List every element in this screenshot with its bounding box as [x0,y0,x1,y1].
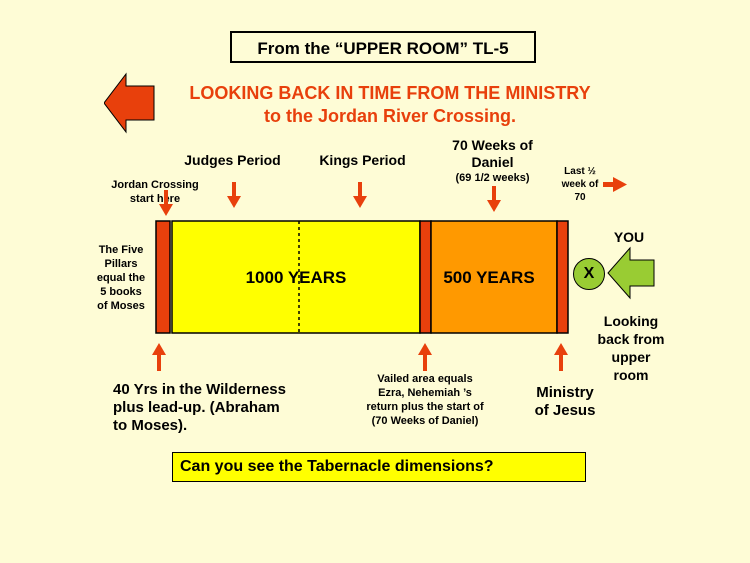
looking-back-line4: room [613,367,649,383]
last-half-line1: Last ½ [564,166,596,177]
vailed-bar [419,220,432,334]
last-half-week-label: Last ½ week of 70 [556,165,604,204]
wilderness-line3: to Moses). [113,417,188,434]
ministry-label: Ministry of Jesus [525,384,605,420]
headline-line2: to the Jordan River Crossing. [263,106,517,126]
five-pillars-label: The Five Pillars equal the 5 books of Mo… [88,243,154,313]
looking-back-line2: back from [597,331,665,347]
pillars-line2: Pillars [104,258,138,270]
last-half-line3: 70 [574,192,586,203]
daniel-label: 70 Weeks of Daniel (69 1/2 weeks) [430,137,555,185]
kings-arrow-icon [353,182,367,208]
bar-label-1000: 1000 YEARS [245,268,347,287]
bar-label-500: 500 YEARS [443,268,535,287]
orange-500-bar [430,220,558,334]
jordan-line1: Jordan Crossing [111,179,199,191]
ministry-arrow-icon [554,343,568,371]
pillars-line5: of Moses [97,300,145,312]
daniel-label-line2: Daniel [471,154,514,170]
ministry-bar [556,220,569,334]
wilderness-line1: 40 Yrs in the Wilderness [113,381,286,398]
pillar-bar-left [155,220,171,334]
last-half-arrow-icon [603,177,627,192]
headline-line1: LOOKING BACK IN TIME FROM THE MINISTRY [189,83,591,103]
looking-back-line1: Looking [603,313,659,329]
vailed-arrow-icon [418,343,432,371]
page-title: From the “UPPER ROOM” TL-5 [230,31,536,63]
looking-back-label: Looking back from upper room [586,312,676,384]
vailed-line2: Ezra, Nehemiah ’s [378,387,472,399]
vailed-line1: Vailed area equals [377,373,473,385]
you-label: YOU [613,229,645,245]
yellow-1000-bar [171,220,421,334]
green-left-arrow-icon [607,246,655,300]
kings-period-label: Kings Period [319,152,406,168]
tabernacle-question: Can you see the Tabernacle dimensions? [172,452,586,482]
wilderness-line2: plus lead-up. (Abraham [113,399,280,416]
wilderness-arrow-icon [152,343,166,371]
pillars-line4: 5 books [100,286,142,298]
daniel-label-sub: (69 1/2 weeks) [455,172,530,184]
daniel-label-line1: 70 Weeks of [452,137,533,153]
looking-back-line3: upper [611,349,651,365]
pillars-line1: The Five [98,244,144,256]
last-half-line2: week of [561,179,599,190]
headline: LOOKING BACK IN TIME FROM THE MINISTRY t… [150,82,630,128]
daniel-arrow-icon [487,186,501,212]
x-marker: X [573,258,605,290]
vailed-line3: return plus the start of [366,401,484,413]
ministry-line2: of Jesus [534,402,596,419]
judges-arrow-icon [227,182,241,208]
vailed-line4: (70 Weeks of Daniel) [371,415,479,427]
wilderness-label: 40 Yrs in the Wilderness plus lead-up. (… [113,381,313,435]
ministry-line1: Ministry [536,384,594,401]
pillars-line3: equal the [96,272,146,284]
judges-period-label: Judges Period [184,152,281,168]
jordan-arrow-icon [159,190,173,216]
left-arrow-icon [104,72,155,134]
vailed-area-label: Vailed area equals Ezra, Nehemiah ’s ret… [350,372,500,428]
